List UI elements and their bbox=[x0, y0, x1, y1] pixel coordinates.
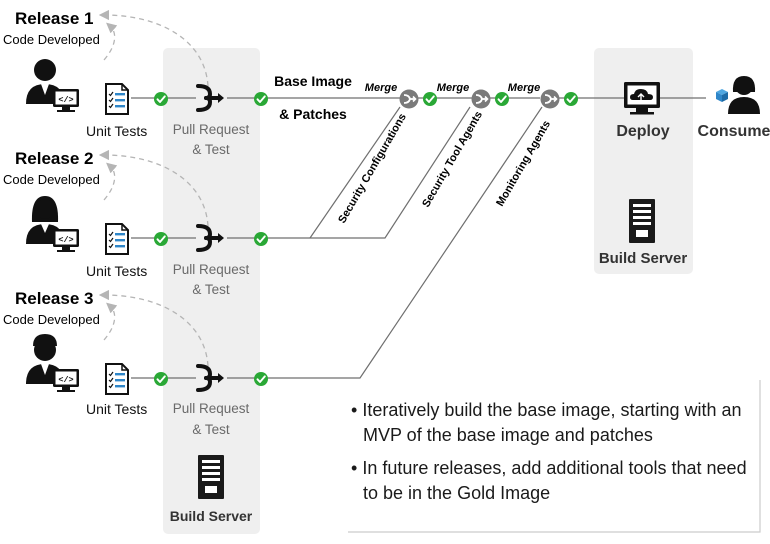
and-test-label: & Test bbox=[192, 422, 230, 437]
release-1-row: Release 1 Code Developed Unit Tests Pull… bbox=[3, 9, 269, 157]
bullet-text: In future releases, add additional tools… bbox=[362, 458, 747, 503]
and-test-label: & Test bbox=[192, 282, 230, 297]
merge-stage-1: Merge bbox=[365, 82, 438, 110]
unit-tests-label: Unit Tests bbox=[86, 123, 147, 139]
check-icon bbox=[494, 91, 510, 107]
check-icon bbox=[153, 231, 169, 247]
agent-label-security-configurations: Security Configurations bbox=[336, 112, 409, 226]
merge-icon bbox=[539, 88, 561, 110]
release-title: Release 3 bbox=[15, 289, 93, 308]
code-monitor-icon bbox=[53, 89, 79, 112]
merge-stage-3: Merge bbox=[508, 82, 579, 110]
release-subtitle: Code Developed bbox=[3, 172, 100, 187]
pull-request-label: Pull Request bbox=[173, 122, 250, 137]
code-monitor-icon bbox=[53, 229, 79, 252]
unit-test-doc-icon bbox=[105, 363, 129, 395]
check-icon bbox=[153, 91, 169, 107]
release-2-row: Release 2 Code Developed Unit Tests Pull… bbox=[3, 149, 269, 297]
consumer-icon bbox=[716, 76, 760, 114]
check-icon bbox=[563, 91, 579, 107]
code-monitor-icon bbox=[53, 369, 79, 392]
merge-label: Merge bbox=[437, 82, 469, 94]
base-image-label: Base Image bbox=[274, 73, 352, 89]
bullet-text: Iteratively build the base image, starti… bbox=[362, 400, 742, 445]
build-server-icon bbox=[198, 455, 224, 499]
build-server-label: Build Server bbox=[170, 508, 253, 524]
merge-stage-2: Merge bbox=[437, 82, 510, 110]
agent-label-security-tool-agents: Security Tool Agents bbox=[420, 109, 485, 209]
build-server-icon bbox=[629, 199, 655, 243]
and-test-label: & Test bbox=[192, 142, 230, 157]
agent-label-monitoring-agents: Monitoring Agents bbox=[494, 119, 553, 209]
release-3-row: Release 3 Code Developed Unit Tests Pull… bbox=[3, 289, 269, 437]
deploy-icon bbox=[624, 82, 660, 115]
pull-request-label: Pull Request bbox=[173, 262, 250, 277]
release-subtitle: Code Developed bbox=[3, 312, 100, 327]
deploy-panel bbox=[594, 48, 693, 274]
merge-icon bbox=[470, 88, 492, 110]
unit-tests-label: Unit Tests bbox=[86, 263, 147, 279]
check-icon bbox=[253, 371, 269, 387]
patches-label: & Patches bbox=[279, 106, 347, 122]
feedback-arrows bbox=[98, 9, 209, 367]
bullet-panel-border bbox=[348, 380, 761, 533]
release-subtitle: Code Developed bbox=[3, 32, 100, 47]
build-server-label: Build Server bbox=[599, 250, 688, 267]
unit-test-doc-icon bbox=[105, 223, 129, 255]
build-server-panel bbox=[163, 48, 260, 534]
merge-icon bbox=[398, 88, 420, 110]
bullet-item: • In future releases, add additional too… bbox=[351, 458, 747, 503]
bullet-item: • Iteratively build the base image, star… bbox=[351, 400, 742, 445]
pull-request-label: Pull Request bbox=[173, 401, 250, 416]
bullet-list: • Iteratively build the base image, star… bbox=[349, 398, 759, 514]
release-title: Release 2 bbox=[15, 149, 93, 168]
consume-label: Consume bbox=[698, 123, 770, 140]
unit-test-doc-icon bbox=[105, 83, 129, 115]
check-icon bbox=[422, 91, 438, 107]
deploy-label: Deploy bbox=[616, 123, 669, 140]
unit-tests-label: Unit Tests bbox=[86, 401, 147, 417]
merge-label: Merge bbox=[365, 82, 397, 94]
release-title: Release 1 bbox=[15, 9, 93, 28]
check-icon bbox=[253, 91, 269, 107]
merge-label: Merge bbox=[508, 82, 540, 94]
check-icon bbox=[253, 231, 269, 247]
check-icon bbox=[153, 371, 169, 387]
